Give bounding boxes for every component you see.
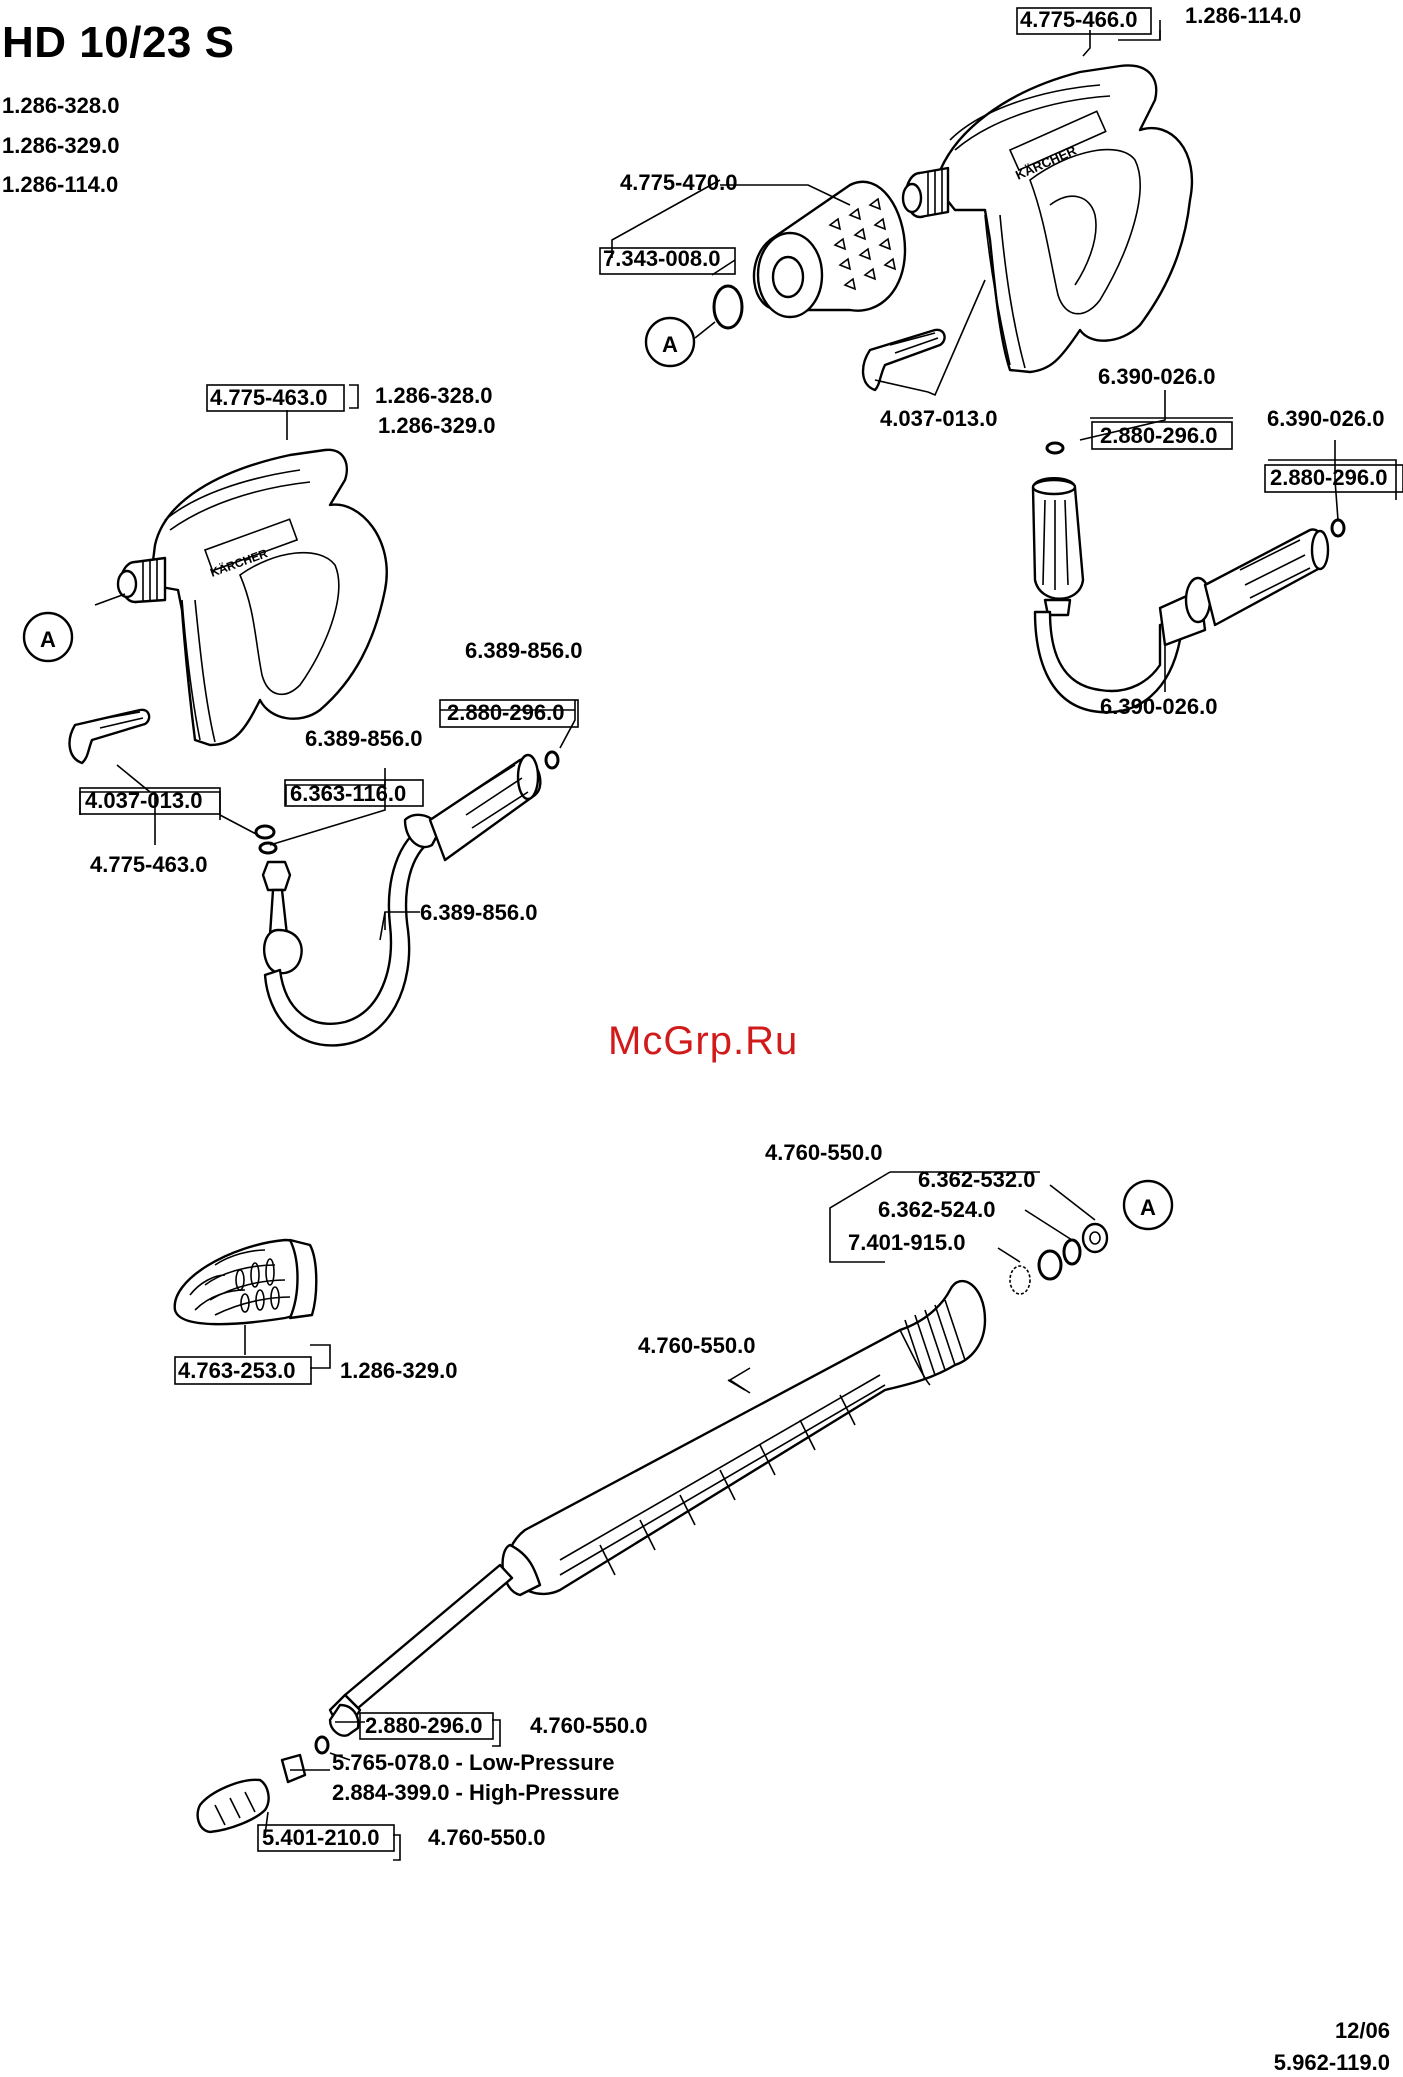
connector-ref-a-top: A bbox=[644, 316, 696, 368]
label-trigger-lock-right: 4.037-013.0 bbox=[880, 406, 997, 431]
knurled-sleeve bbox=[752, 180, 907, 319]
label-hose-bottom-right: 6.390-026.0 bbox=[1100, 694, 1217, 719]
label-lance-grip: 4.760-550.0 bbox=[638, 1333, 755, 1358]
model-number-3: 1.286-114.0 bbox=[2, 172, 119, 197]
page-title: HD 10/23 S bbox=[2, 18, 235, 67]
label-gun-right-model: 1.286-114.0 bbox=[1185, 3, 1301, 28]
washer bbox=[1081, 1222, 1109, 1254]
label-hose-oring-left: 6.363-116.0 bbox=[290, 781, 406, 806]
spray-gun-body: KÄRCHER bbox=[933, 64, 1194, 374]
label-trigger-lock-parent-left: 4.775-463.0 bbox=[90, 852, 207, 877]
label-seal-lance: 2.880-296.0 bbox=[365, 1713, 482, 1738]
label-oring-lance: 6.362-524.0 bbox=[878, 1197, 995, 1222]
label-hose-seal-right-2: 2.880-296.0 bbox=[1270, 465, 1387, 490]
watermark: McGrp.Ru bbox=[608, 1019, 798, 1063]
label-gun-left-model-1: 1.286-328.0 bbox=[375, 383, 492, 408]
rotary-nozzle bbox=[173, 1238, 318, 1326]
label-support-ring: 7.401-915.0 bbox=[848, 1230, 965, 1255]
label-gun-right: 4.775-466.0 bbox=[1020, 7, 1137, 32]
o-ring bbox=[1062, 1238, 1082, 1266]
label-lance-set: 4.760-550.0 bbox=[765, 1140, 882, 1165]
left-gun-assembly: KÄRCHER A bbox=[22, 448, 560, 1047]
label-nozzle-model: 1.286-329.0 bbox=[340, 1358, 457, 1383]
connector-ref-a-top-label: A bbox=[662, 332, 678, 357]
label-gun-left-model-2: 1.286-329.0 bbox=[378, 413, 495, 438]
label-nozzle: 4.763-253.0 bbox=[178, 1358, 295, 1383]
connector-ref-a-left-label: A bbox=[40, 627, 56, 652]
footer-doc-number: 5.962-119.0 bbox=[1273, 2050, 1390, 2075]
label-cap-parent: 4.760-550.0 bbox=[428, 1825, 545, 1850]
connector-ref-a-lance-label: A bbox=[1140, 1195, 1156, 1220]
hose-coupling-left bbox=[254, 750, 560, 1047]
label-sleeve: 4.775-470.0 bbox=[620, 170, 737, 195]
spray-lance-assembly: A bbox=[196, 1179, 1174, 1834]
label-hose-seal-right: 2.880-296.0 bbox=[1100, 423, 1217, 448]
support-ring bbox=[1009, 1265, 1031, 1295]
label-washer: 6.362-532.0 bbox=[918, 1167, 1035, 1192]
hose-coupling-top bbox=[1031, 441, 1346, 714]
label-hose-set-bottom-left: 6.389-856.0 bbox=[420, 900, 537, 925]
label-hose-set-top-left: 6.389-856.0 bbox=[465, 638, 582, 663]
trigger-lock-left bbox=[68, 708, 151, 765]
label-hose-seal-left: 2.880-296.0 bbox=[447, 700, 564, 725]
model-number-1: 1.286-328.0 bbox=[2, 93, 120, 118]
lance-grip bbox=[501, 1279, 987, 1597]
model-number-2: 1.286-329.0 bbox=[2, 133, 120, 158]
top-right-gun-assembly: KÄRCHER A bbox=[644, 64, 1346, 714]
connector-ref-a-left: A bbox=[22, 611, 74, 663]
leader-lines bbox=[79, 20, 1397, 1861]
label-nozzle-high: 2.884-399.0 - High-Pressure bbox=[332, 1780, 619, 1805]
label-nozzle-low: 5.765-078.0 - Low-Pressure bbox=[332, 1750, 614, 1775]
gun-threaded-outlet bbox=[901, 166, 950, 219]
oring-lance bbox=[1037, 1249, 1063, 1281]
spray-gun-body-left: KÄRCHER bbox=[148, 448, 388, 747]
label-seal-parent: 4.760-550.0 bbox=[530, 1713, 647, 1738]
part-labels: 4.775-466.0 1.286-114.0 4.775-470.0 7.34… bbox=[79, 3, 1403, 1852]
label-circlip: 7.343-008.0 bbox=[603, 246, 720, 271]
label-hose-set-right: 6.390-026.0 bbox=[1098, 364, 1215, 389]
label-cap: 5.401-210.0 bbox=[262, 1825, 379, 1850]
label-gun-left: 4.775-463.0 bbox=[210, 385, 327, 410]
circlip bbox=[712, 284, 744, 330]
label-hose-set-mid-left: 6.389-856.0 bbox=[305, 726, 422, 751]
lance-tube bbox=[196, 1563, 514, 1834]
gun-threaded-outlet-left bbox=[116, 556, 167, 604]
connector-ref-a-lance: A bbox=[1122, 1179, 1174, 1231]
trigger-lock-top bbox=[861, 328, 946, 392]
label-hose-set-right-2: 6.390-026.0 bbox=[1267, 406, 1384, 431]
label-trigger-lock-left: 4.037-013.0 bbox=[85, 788, 202, 813]
footer-date: 12/06 bbox=[1334, 2018, 1390, 2043]
